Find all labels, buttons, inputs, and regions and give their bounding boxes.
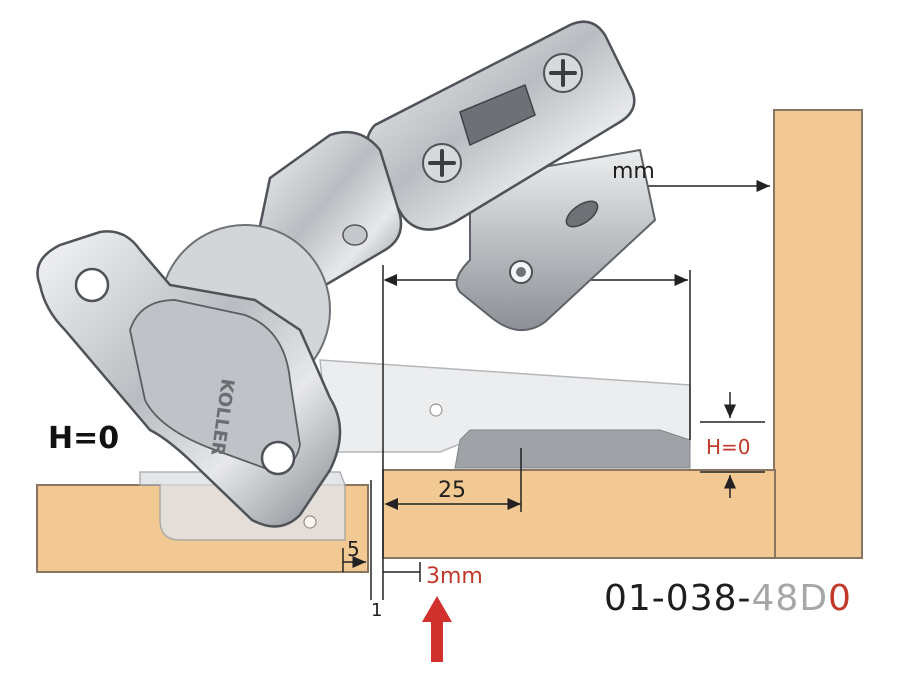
cabinet-bottom-panel	[382, 469, 776, 559]
hinge-mounting-plate	[455, 148, 657, 331]
cabinet-side-panel	[773, 109, 863, 559]
hinge-cup-plate: KOLLER	[36, 224, 342, 528]
dim-label-5: 5	[347, 537, 360, 561]
dim-label-h-zero-small: H=0	[706, 435, 751, 459]
dim-label-25: 25	[438, 478, 466, 503]
hinge-arm	[365, 20, 636, 231]
red-insertion-arrow	[422, 596, 452, 662]
model-number-part3: 0	[828, 578, 852, 619]
dim-label-1: 1	[371, 600, 382, 621]
model-number-part2: 48D	[751, 578, 829, 619]
model-number-part1: 01-038-	[604, 578, 752, 619]
dim-label-3mm: 3mm	[426, 564, 483, 589]
model-number: 01-038-48D0	[604, 578, 852, 619]
dim-label-mm-top: mm	[612, 159, 655, 184]
h-zero-label: H=0	[48, 421, 120, 456]
